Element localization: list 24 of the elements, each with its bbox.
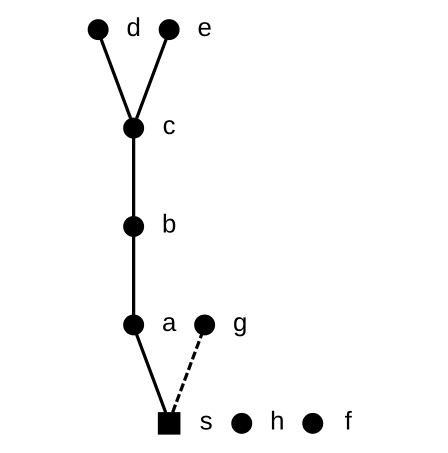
connector [135, 38, 168, 119]
connector [171, 334, 204, 413]
node-label: f [344, 407, 352, 436]
node-label: s [200, 407, 213, 436]
node-label: c [162, 112, 176, 140]
node-circle [302, 412, 324, 434]
node-label: g [232, 309, 248, 338]
node-label: b [162, 210, 176, 239]
node-label: d [126, 14, 141, 42]
connector [132, 138, 136, 217]
node-box [158, 412, 180, 435]
node-circle [123, 314, 144, 336]
node-circle [88, 19, 109, 40]
node-label: a [162, 309, 176, 338]
node-label: e [197, 14, 212, 42]
node-circle [231, 412, 252, 434]
node-circle [158, 19, 180, 40]
connector [100, 38, 132, 119]
node-circle [194, 314, 216, 336]
node-label: h [270, 407, 284, 436]
connector [132, 236, 136, 316]
node-circle [123, 118, 144, 139]
connector [135, 334, 168, 413]
node-circle [123, 216, 144, 237]
